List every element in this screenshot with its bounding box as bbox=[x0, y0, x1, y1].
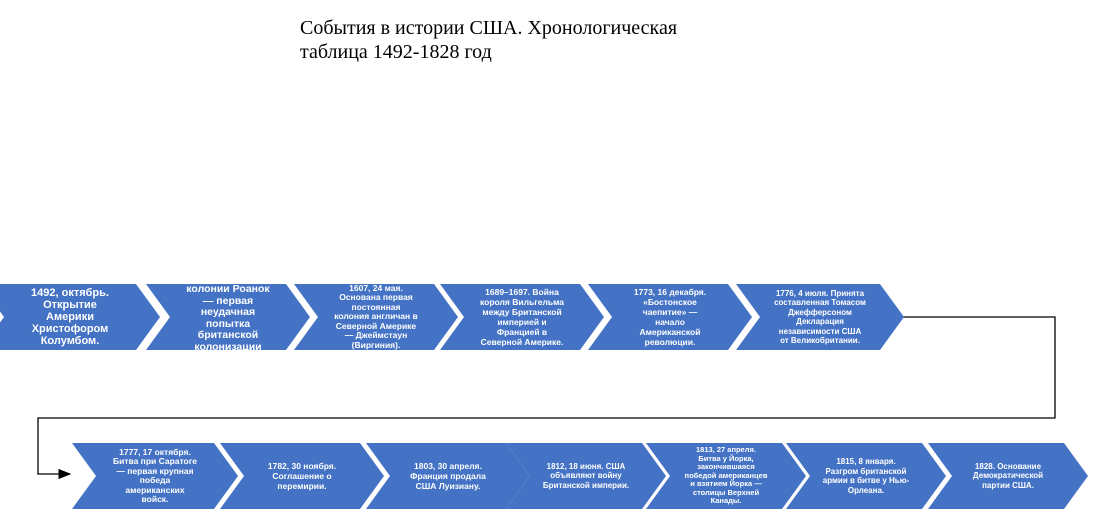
timeline-event-1773: 1773, 16 декабря. «Бостонское чаепитие» … bbox=[588, 284, 752, 350]
timeline-event-1812: 1812, 18 июня. США объявляют войну Брита… bbox=[506, 443, 666, 509]
event-text: 1492, октябрь. Открытие Америки Христофо… bbox=[31, 287, 109, 347]
event-text: 1815, 8 января. Разгром британской армии… bbox=[822, 457, 910, 495]
connector-line bbox=[37, 316, 1056, 480]
timeline-event-1777: 1777, 17 октября. Битва при Саратоге — п… bbox=[72, 443, 238, 509]
event-text: 1828. Основание Демократической партии С… bbox=[972, 461, 1044, 490]
timeline-event-1776: 1776, 4 июля. Принята составленная Томас… bbox=[736, 284, 904, 350]
timeline-event-roanoke: колонии Роанок — первая неудачная попытк… bbox=[146, 284, 310, 350]
event-text: 1773, 16 декабря. «Бостонское чаепитие» … bbox=[633, 287, 707, 347]
timeline-event-1813: 1813, 27 апреля. Битва у Йорка, закончив… bbox=[646, 443, 806, 509]
timeline-event-1689: 1689–1697. Война короля Вильгельма между… bbox=[440, 284, 604, 350]
event-text: 1777, 17 октября. Битва при Саратоге — п… bbox=[112, 446, 197, 504]
event-text: 1803, 30 апреля. Франция продала США Луи… bbox=[410, 461, 486, 491]
event-text: 1776, 4 июля. Принята составленная Томас… bbox=[774, 288, 866, 345]
timeline-event-1607: 1607, 24 мая. Основана первая постоянная… bbox=[294, 284, 458, 350]
timeline-event-1815: 1815, 8 января. Разгром британской армии… bbox=[786, 443, 946, 509]
page-title: События в истории США. Хронологическая т… bbox=[300, 17, 678, 63]
event-text: 1812, 18 июня. США объявляют войну Брита… bbox=[542, 461, 630, 490]
timeline-event-1828: 1828. Основание Демократической партии С… bbox=[928, 443, 1088, 509]
event-text: 1607, 24 мая. Основана первая постоянная… bbox=[334, 284, 418, 350]
event-text: 1813, 27 апреля. Битва у Йорка, закончив… bbox=[684, 445, 768, 506]
event-text: 1782, 30 ноября. Соглашение о перемирии. bbox=[267, 461, 337, 491]
event-text: 1689–1697. Война короля Вильгельма между… bbox=[479, 287, 564, 347]
event-text: колонии Роанок — первая неудачная попытк… bbox=[186, 284, 270, 350]
timeline-event-1803: 1803, 30 апреля. Франция продала США Луи… bbox=[366, 443, 530, 509]
timeline-event-1492: 1492, октябрь. Открытие Америки Христофо… bbox=[0, 284, 160, 350]
timeline-event-1782: 1782, 30 ноября. Соглашение о перемирии. bbox=[220, 443, 384, 509]
